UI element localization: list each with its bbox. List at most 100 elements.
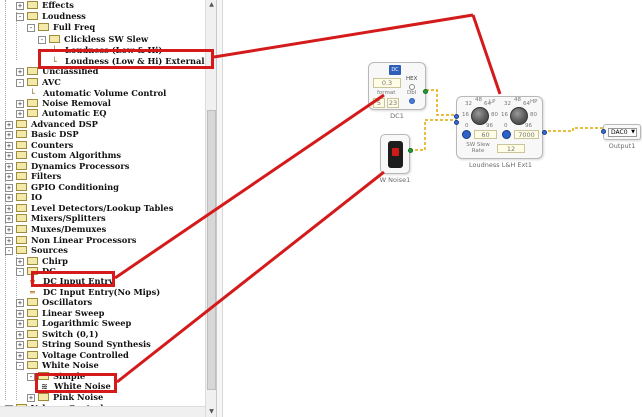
expand-icon[interactable]: + [5,225,13,234]
expand-icon[interactable]: + [5,236,13,245]
tree-item[interactable]: +Non Linear Processors [0,235,205,246]
scrollbar-thumb[interactable] [207,110,216,390]
expand-icon[interactable]: + [16,109,24,118]
dc-block[interactable]: DC 0.3 format 5 23 HEX Dbl [368,62,428,110]
expand-icon[interactable]: + [16,309,24,318]
tree-item[interactable]: +Oscillators [0,297,205,308]
tree-item[interactable]: +Filters [0,171,205,182]
expand-icon[interactable]: + [16,340,24,349]
expand-icon[interactable]: + [16,257,24,266]
tree-item[interactable]: +Switch (0,1) [0,329,205,340]
lp-knob[interactable] [471,107,489,125]
folder-icon [16,130,27,138]
output-select[interactable]: DAC0 ▼ [608,128,637,137]
lp-value-field[interactable]: 60 [474,130,497,139]
expand-icon[interactable]: + [16,67,24,76]
expand-icon[interactable]: + [5,172,13,181]
tree-item[interactable]: +GPIO Conditioning [0,182,205,193]
tree-item[interactable]: +Level Detectors/Lookup Tables [0,203,205,214]
tree-item[interactable]: +Effects [0,0,205,11]
expand-icon[interactable]: + [16,319,24,328]
dc-output-pin[interactable] [423,89,428,94]
collapse-icon[interactable]: - [16,12,24,21]
expand-icon[interactable]: + [5,120,13,129]
collapse-icon[interactable]: - [16,78,24,87]
expand-icon[interactable]: + [16,298,24,307]
tree-item[interactable]: -Clickless SW Slew [0,34,205,45]
tree-item[interactable]: +Unclassified [0,66,205,77]
tree-item[interactable]: +Advanced DSP [0,119,205,130]
expand-icon[interactable]: + [27,393,35,402]
tree-item[interactable]: -White Noise [0,360,205,371]
collapse-icon[interactable]: - [27,372,35,381]
expand-icon[interactable]: + [16,1,24,10]
hp-knob[interactable] [510,107,528,125]
tree-item[interactable]: └Loudness (Low & Hi) External Ctrl [0,56,216,67]
expand-icon[interactable]: + [5,130,13,139]
tree-item[interactable]: +Custom Algorithms [0,150,205,161]
expand-icon[interactable]: + [5,204,13,213]
expand-icon[interactable]: + [16,351,24,360]
folder-icon [27,67,38,75]
loudness-block[interactable]: 32 48 64 LP 16 80 0 96 32 48 64 HP 16 80… [454,96,547,159]
tree-item[interactable]: +Counters [0,140,205,151]
lp-scale-32: 32 [465,101,472,107]
collapse-icon[interactable]: - [16,267,24,276]
tree-item[interactable]: +IO [0,192,205,203]
scroll-up-icon[interactable]: ▲ [209,1,214,8]
hp-step-button[interactable] [502,130,511,139]
scroll-down-icon[interactable]: ▼ [209,408,214,415]
tree-item[interactable]: -Loudness [0,11,205,22]
schematic-canvas[interactable]: DC 0.3 format 5 23 HEX Dbl DC1 W Noise1 … [223,0,642,417]
dbl-radio[interactable] [409,98,415,104]
expand-icon[interactable]: + [16,99,24,108]
loudness-input-pin-1[interactable] [454,114,459,119]
hp-value-field[interactable]: 7000 [514,130,539,139]
expand-icon[interactable]: + [5,193,13,202]
tree-item[interactable]: +Muxes/Demuxes [0,224,205,235]
collapse-icon[interactable]: - [5,246,13,255]
tree-item[interactable]: +Logarithmic Sweep [0,318,205,329]
expand-icon[interactable]: + [5,151,13,160]
collapse-icon[interactable]: - [16,361,24,370]
tree-item[interactable]: +Mixers/Splitters [0,213,205,224]
tree-item[interactable]: +Dynamics Processors [0,161,205,172]
tree-item[interactable]: -Simple [0,371,205,382]
tree-item[interactable]: +Voltage Controlled [0,350,205,361]
tree-item[interactable]: -AVC [0,77,205,88]
dc-value-field[interactable]: 0.3 [373,78,401,88]
tree-item-label: Full Freq [53,22,96,32]
tree-item-label: Automatic Volume Control [43,88,167,98]
hex-radio[interactable] [409,84,415,90]
tree-item[interactable]: - Full Freq [0,22,205,33]
loudness-input-pin-2[interactable] [454,120,459,125]
expand-icon[interactable]: + [5,183,13,192]
tree-item[interactable]: ═DC Input Entry(No Mips) [0,287,205,298]
lp-step-button[interactable] [462,130,471,139]
tree-item[interactable]: +Linear Sweep [0,308,205,319]
expand-icon[interactable]: + [5,214,13,223]
tree-item[interactable]: ≋White Noise [0,381,205,392]
collapse-icon[interactable]: - [38,35,46,44]
tree-item[interactable]: +Pink Noise [0,392,205,403]
expand-icon[interactable]: + [5,162,13,171]
tree-item[interactable]: +String Sound Synthesis [0,339,205,350]
sw-slew-field[interactable]: 12 [497,144,525,153]
output-input-pin[interactable] [601,129,606,134]
dc-format-a-field[interactable]: 5 [373,98,385,108]
tree-item[interactable]: +Automatic EQ [0,108,205,119]
expand-icon[interactable]: + [5,141,13,150]
tree-horizontal-scrollbar[interactable] [0,406,205,417]
tree-item[interactable]: +Basic DSP [0,129,205,140]
tree-item[interactable]: -Sources [0,245,205,256]
white-noise-block[interactable] [380,134,413,174]
tree-item[interactable]: └Automatic Volume Control [0,88,205,99]
output-block[interactable]: DAC0 ▼ [601,124,641,140]
dc-format-b-field[interactable]: 23 [387,98,399,108]
collapse-icon[interactable]: - [27,23,35,32]
tree-item[interactable]: +Noise Removal [0,98,205,109]
tree-item[interactable]: +Chirp [0,256,205,267]
noise-output-pin[interactable] [408,148,413,153]
expand-icon[interactable]: + [16,330,24,339]
loudness-output-pin[interactable] [542,130,547,135]
